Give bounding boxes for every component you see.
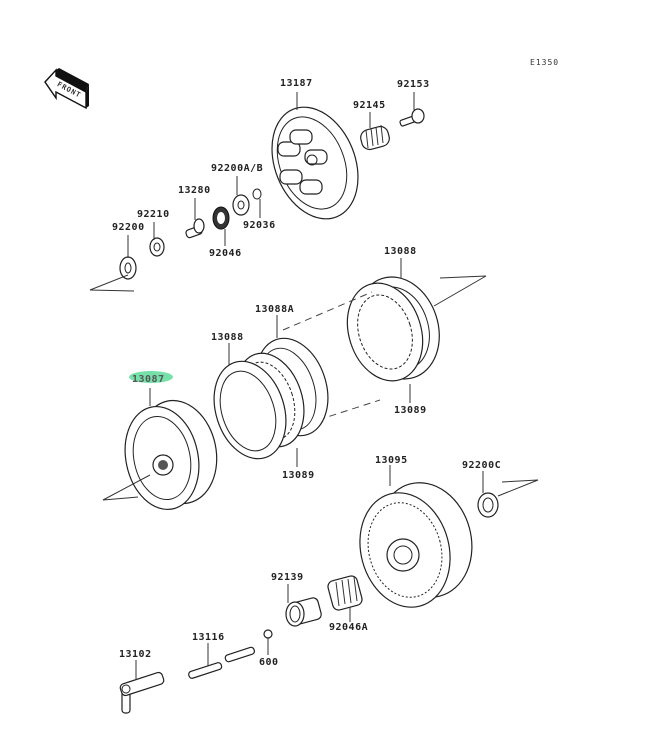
label-92200[interactable]: 92200 xyxy=(112,222,145,233)
part-92153-bolt[interactable] xyxy=(399,108,425,127)
label-13095[interactable]: 13095 xyxy=(375,455,408,466)
label-92145[interactable]: 92145 xyxy=(353,100,386,111)
part-92139-sleeve[interactable] xyxy=(285,597,322,627)
label-92153[interactable]: 92153 xyxy=(397,79,430,90)
label-600[interactable]: 600 xyxy=(259,657,279,668)
label-92046[interactable]: 92046 xyxy=(209,248,242,259)
part-92200-washer[interactable] xyxy=(119,256,137,280)
label-13088A[interactable]: 13088A xyxy=(255,304,295,315)
label-92200AB[interactable]: 92200A/B xyxy=(211,163,264,174)
part-92036-circlip[interactable] xyxy=(252,188,262,200)
part-92046A-needle-bearing[interactable] xyxy=(327,575,364,612)
part-13087-clutch-hub[interactable] xyxy=(116,393,226,516)
label-13088-mid[interactable]: 13088 xyxy=(211,332,244,343)
part-92200C-washer[interactable] xyxy=(477,492,499,518)
label-13089-mid[interactable]: 13089 xyxy=(282,470,315,481)
label-92210[interactable]: 92210 xyxy=(137,209,170,220)
part-13089-steel-plate-right[interactable] xyxy=(335,273,434,390)
part-13088-friction-plate-mid[interactable] xyxy=(202,352,298,468)
part-13187-pressure-plate[interactable] xyxy=(256,94,374,232)
part-600-ball[interactable] xyxy=(263,629,273,639)
highlight-marker xyxy=(129,371,173,383)
label-13116[interactable]: 13116 xyxy=(192,632,225,643)
label-13087[interactable]: 13087 xyxy=(132,374,165,385)
part-13095-clutch-housing[interactable] xyxy=(347,472,484,617)
diagram-code: E1350 xyxy=(530,58,560,67)
part-92145-spring[interactable] xyxy=(359,124,391,152)
label-13102[interactable]: 13102 xyxy=(119,649,152,660)
part-13280-pushrod[interactable] xyxy=(185,218,205,239)
front-arrow-icon xyxy=(44,68,89,110)
label-92036[interactable]: 92036 xyxy=(243,220,276,231)
label-13187[interactable]: 13187 xyxy=(280,78,313,89)
label-92200C[interactable]: 92200C xyxy=(462,460,502,471)
label-13280[interactable]: 13280 xyxy=(178,185,211,196)
part-13102-release-lever[interactable] xyxy=(119,671,165,714)
label-13088-top[interactable]: 13088 xyxy=(384,246,417,257)
part-92210-nut[interactable] xyxy=(149,237,165,257)
label-92046A[interactable]: 92046A xyxy=(329,622,369,633)
label-92139[interactable]: 92139 xyxy=(271,572,304,583)
label-13089-right[interactable]: 13089 xyxy=(394,405,427,416)
part-13116-rod[interactable] xyxy=(188,646,256,679)
part-92200AB-washer[interactable] xyxy=(232,194,250,216)
